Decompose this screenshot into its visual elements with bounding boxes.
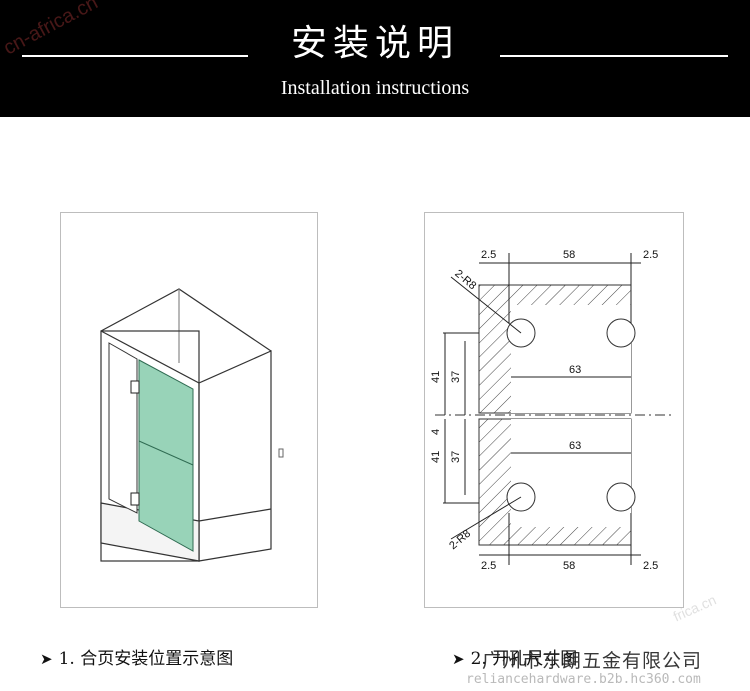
bottom-left-edge-label: 2.5 [481,560,496,572]
upper-right-radius-icon [606,318,636,348]
top-left-edge-label: 2.5 [481,249,496,261]
upper-left-37: 37 [450,371,462,383]
side-handle-icon [278,448,284,458]
lower-hinge-icon [130,492,140,506]
top-radius-leader [450,276,522,334]
upper-left-41: 41 [430,371,442,383]
lower-right-radius-icon [606,482,636,512]
fixed-glass-panel [108,342,138,514]
door-reflection-line [138,440,194,466]
caption-cutout-text: 2. 开孔尺寸图 [470,649,578,669]
cutout-drawing: 2.5 58 2.5 2-R8 63 63 41 37 4 41 37 2-R8… [430,249,675,572]
lower-span-label: 63 [569,440,581,452]
caption-cutout: ➤ 2. 开孔尺寸图 [452,644,577,669]
arrow-right-icon: ➤ [40,650,53,668]
shower-enclosure-drawing [100,288,284,562]
header-rule-left [22,55,248,57]
enclosure-side-wall [198,350,272,562]
top-width-label: 58 [563,249,575,261]
caption-hinge-position: ➤ 1. 合页安装位置示意图 [40,644,233,669]
base-side-edge [198,508,272,522]
page-subtitle: Installation instructions [280,77,470,99]
cutout-dimension-panel: 2.5 58 2.5 2-R8 63 63 41 37 4 41 37 2-R8… [424,212,684,608]
header-banner: 安装说明 Installation instructions [0,0,750,117]
upper-hinge-icon [130,380,140,394]
arrow-right-icon: ➤ [452,650,465,668]
upper-cutout [478,284,636,414]
enclosure-top-front-edge [100,330,200,384]
bottom-width-label: 58 [563,560,575,572]
company-watermark: 广州市东朗五金有限公司 [482,650,703,672]
bottom-radius-label: 2-R8 [447,528,473,553]
hinge-position-panel [60,212,318,608]
lower-left-41: 41 [430,451,442,463]
glass-door [138,359,194,552]
bottom-radius-leader [450,496,522,540]
header-rule-right [500,55,728,57]
page-title: 安装说明 [290,23,459,64]
upper-opening [511,333,631,413]
caption-hinge-text: 1. 合页安装位置示意图 [58,649,234,669]
lower-cutout [478,418,636,546]
url-watermark: reliancehardware.b2b.hc360.com [466,672,701,687]
enclosure-top-back-edge [100,288,272,352]
bottom-right-edge-label: 2.5 [643,560,658,572]
lower-left-37: 37 [450,451,462,463]
top-right-edge-label: 2.5 [643,249,658,261]
lower-opening [511,419,631,497]
upper-span-label: 63 [569,364,581,376]
lower-left-4: 4 [430,429,442,435]
